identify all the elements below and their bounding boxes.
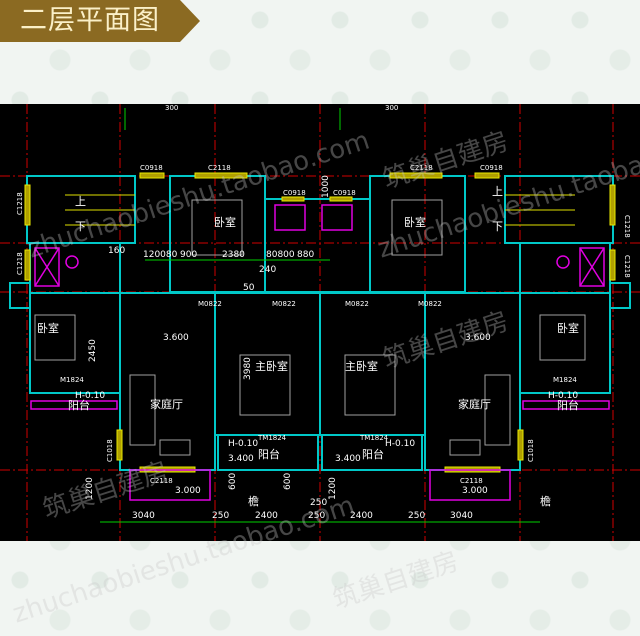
- window-label: C0918: [333, 189, 356, 197]
- floor-plan-svg: C0918 C2118 C0918 C0918 C2118 C0918 C211…: [0, 104, 640, 541]
- window-label: C0918: [140, 164, 163, 172]
- window-label: C2118: [208, 164, 231, 172]
- stair-up-label: 上: [492, 185, 503, 198]
- svg-text:H-0.10: H-0.10: [548, 391, 578, 401]
- door-label: M1824: [60, 376, 84, 384]
- bathroom-fixtures: [30, 204, 610, 501]
- window-label: C1018: [527, 439, 535, 462]
- svg-text:250: 250: [308, 511, 325, 521]
- svg-text:1200: 1200: [328, 477, 338, 500]
- svg-text:H-0.10: H-0.10: [385, 439, 415, 449]
- dimension-labels: 120080 900 2380 80800 880 240 160 50 100…: [85, 175, 473, 521]
- window-label: C2118: [410, 164, 433, 172]
- room-bedroom: 卧室: [214, 215, 236, 229]
- svg-text:880: 880: [297, 250, 314, 260]
- window-label: C0918: [283, 189, 306, 197]
- room-balcony: 阳台: [557, 398, 579, 412]
- window-label: C0918: [480, 164, 503, 172]
- svg-text:3040: 3040: [132, 511, 155, 521]
- window-label: C1018: [106, 439, 114, 462]
- svg-text:120080: 120080: [143, 250, 178, 260]
- window-label: C2118: [460, 477, 483, 485]
- door-label: M0822: [198, 300, 222, 308]
- svg-text:900: 900: [180, 250, 197, 260]
- page-title: 二层平面图: [0, 0, 200, 42]
- furniture: [34, 199, 586, 456]
- room-labels: 上 下 上 下 卧室 卧室 卧室 卧室 主卧室 主卧室 家庭厅 家庭厅 阳台 阳…: [37, 185, 579, 508]
- door-label: M0822: [345, 300, 369, 308]
- svg-text:2380: 2380: [222, 250, 245, 260]
- stair-down-label: 下: [492, 220, 503, 233]
- window-label: C1218: [16, 252, 24, 275]
- svg-text:2400: 2400: [350, 511, 373, 521]
- svg-text:3.400: 3.400: [228, 454, 254, 464]
- svg-text:3980: 3980: [243, 357, 253, 380]
- svg-text:160: 160: [108, 246, 125, 256]
- svg-text:240: 240: [259, 265, 276, 275]
- svg-text:H-0.10: H-0.10: [75, 391, 105, 401]
- svg-text:80800: 80800: [266, 250, 295, 260]
- eave-label: 檐: [540, 494, 551, 508]
- svg-text:600: 600: [283, 473, 293, 490]
- door-label: M0822: [272, 300, 296, 308]
- room-family-hall: 家庭厅: [458, 397, 491, 411]
- room-bedroom: 卧室: [37, 321, 59, 335]
- svg-text:600: 600: [228, 473, 238, 490]
- room-master-bedroom: 主卧室: [255, 359, 288, 373]
- window-label: C2118: [150, 477, 173, 485]
- svg-text:250: 250: [310, 498, 327, 508]
- svg-text:3.400: 3.400: [335, 454, 361, 464]
- stair-treads: [65, 194, 575, 226]
- svg-text:2400: 2400: [255, 511, 278, 521]
- svg-text:1200: 1200: [85, 477, 95, 500]
- svg-text:3.000: 3.000: [175, 486, 201, 496]
- svg-text:50: 50: [243, 283, 255, 293]
- svg-text:3.000: 3.000: [462, 486, 488, 496]
- floor-plan-drawing: C0918 C2118 C0918 C0918 C2118 C0918 C211…: [0, 104, 640, 541]
- room-balcony: 阳台: [68, 398, 90, 412]
- window-label: C1218: [623, 215, 631, 238]
- door-label: M0822: [418, 300, 442, 308]
- eave-label: 檐: [248, 494, 259, 508]
- svg-text:250: 250: [408, 511, 425, 521]
- svg-text:3040: 3040: [450, 511, 473, 521]
- stair-up-label: 上: [75, 195, 86, 208]
- svg-text:250: 250: [212, 511, 229, 521]
- top-dimension: 300: [165, 104, 178, 112]
- room-master-bedroom: 主卧室: [345, 359, 378, 373]
- door-label: TM1824: [359, 434, 389, 442]
- room-bedroom: 卧室: [557, 321, 579, 335]
- window-label: C1218: [16, 192, 24, 215]
- dimension-lines: [100, 108, 540, 523]
- svg-text:3.600: 3.600: [163, 333, 189, 343]
- top-dimension: 300: [385, 104, 398, 112]
- window-label: C1218: [623, 255, 631, 278]
- room-balcony: 阳台: [258, 447, 280, 461]
- stair-down-label: 下: [75, 220, 86, 233]
- room-family-hall: 家庭厅: [150, 397, 183, 411]
- svg-text:H-0.10: H-0.10: [228, 439, 258, 449]
- window-labels: C0918 C2118 C0918 C0918 C2118 C0918 C211…: [16, 104, 631, 485]
- door-label: TM1824: [257, 434, 287, 442]
- room-bedroom: 卧室: [404, 215, 426, 229]
- svg-text:1000: 1000: [321, 175, 331, 198]
- room-balcony: 阳台: [362, 447, 384, 461]
- level-labels: 3.600 3.600 H-0.10 H-0.10 H-0.10 H-0.10 …: [75, 333, 578, 496]
- svg-text:2450: 2450: [88, 339, 98, 362]
- svg-text:3.600: 3.600: [465, 333, 491, 343]
- door-label: M1824: [553, 376, 577, 384]
